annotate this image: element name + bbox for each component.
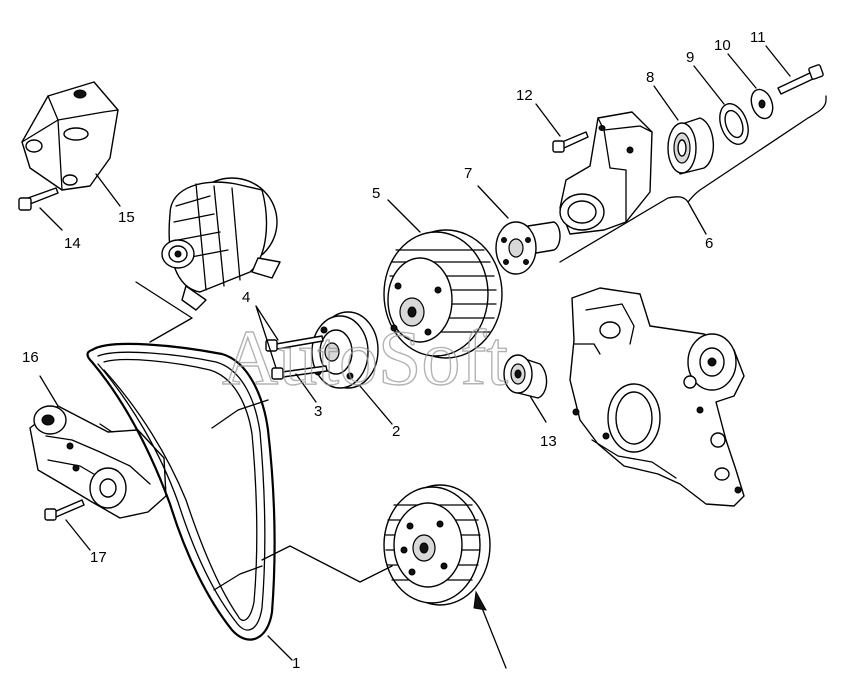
callout-15: 15 [118,209,135,226]
callout-4: 4 [242,289,250,306]
part-9-ring [719,103,749,145]
part-13-idler [503,354,548,399]
part-10-washer [750,88,774,120]
callout-labels: 1 2 3 4 5 6 7 8 9 10 11 12 13 14 15 16 1… [22,29,766,672]
leader-lines [39,45,827,669]
part-6-tensioner-bracket [559,111,653,235]
timing-cover [569,287,745,507]
callout-9: 9 [686,49,694,66]
crankshaft-pulley [383,484,491,606]
callout-14: 14 [64,235,81,252]
callout-16: 16 [22,349,39,366]
callout-17: 17 [90,549,107,566]
part-17-bolt [44,499,85,521]
callout-7: 7 [464,165,472,182]
part-1-belt [86,342,276,641]
part-11-bolt [777,64,824,95]
part-12-bolt [552,131,589,153]
callout-10: 10 [714,37,731,54]
callout-2: 2 [392,423,400,440]
callout-11: 11 [750,29,766,46]
part-5-damper-pulley [383,229,503,359]
part-16-tensioner [29,405,167,519]
part-4-bolt [265,335,324,352]
part-3-bolt [271,365,328,380]
callout-12: 12 [516,87,533,104]
callout-8: 8 [646,69,654,86]
watermark-text: AutoSoft [222,314,508,401]
part-15-bracket [21,81,119,191]
callout-3: 3 [314,403,322,420]
alternator [161,177,281,311]
part-14-bolt [18,187,59,211]
callout-13: 13 [540,433,557,450]
part-7-hub [495,221,561,275]
callout-1: 1 [292,655,300,672]
callout-5: 5 [372,185,380,202]
callout-6: 6 [705,235,713,252]
part-8-bearing [667,117,715,175]
